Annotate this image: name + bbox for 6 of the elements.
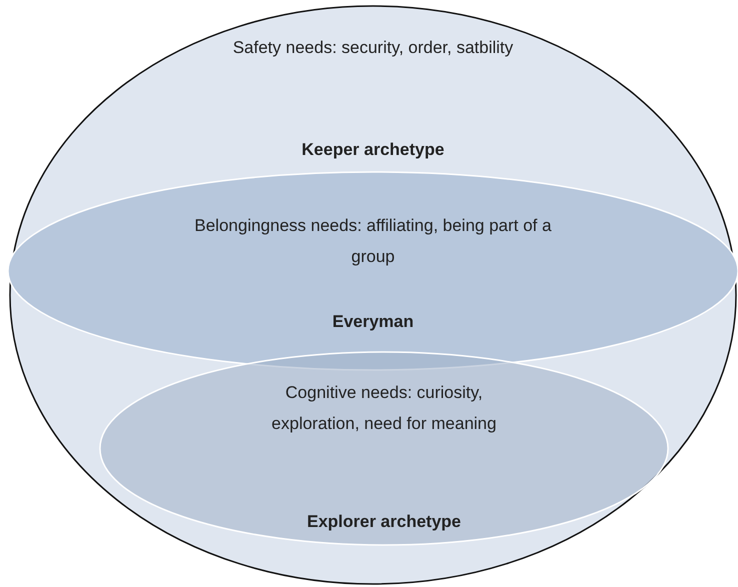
needs-text: Belongingness needs: affiliating, being part of a group [194,215,552,268]
needs-text: Cognitive needs: curiosity, exploration, need for meaning [270,382,498,435]
archetype-label: Everyman [331,311,415,333]
needs-text: Safety needs: security, order, satbility [232,37,514,59]
archetype-label: Explorer archetype [306,511,462,533]
archetype-label: Keeper archetype [300,139,446,161]
